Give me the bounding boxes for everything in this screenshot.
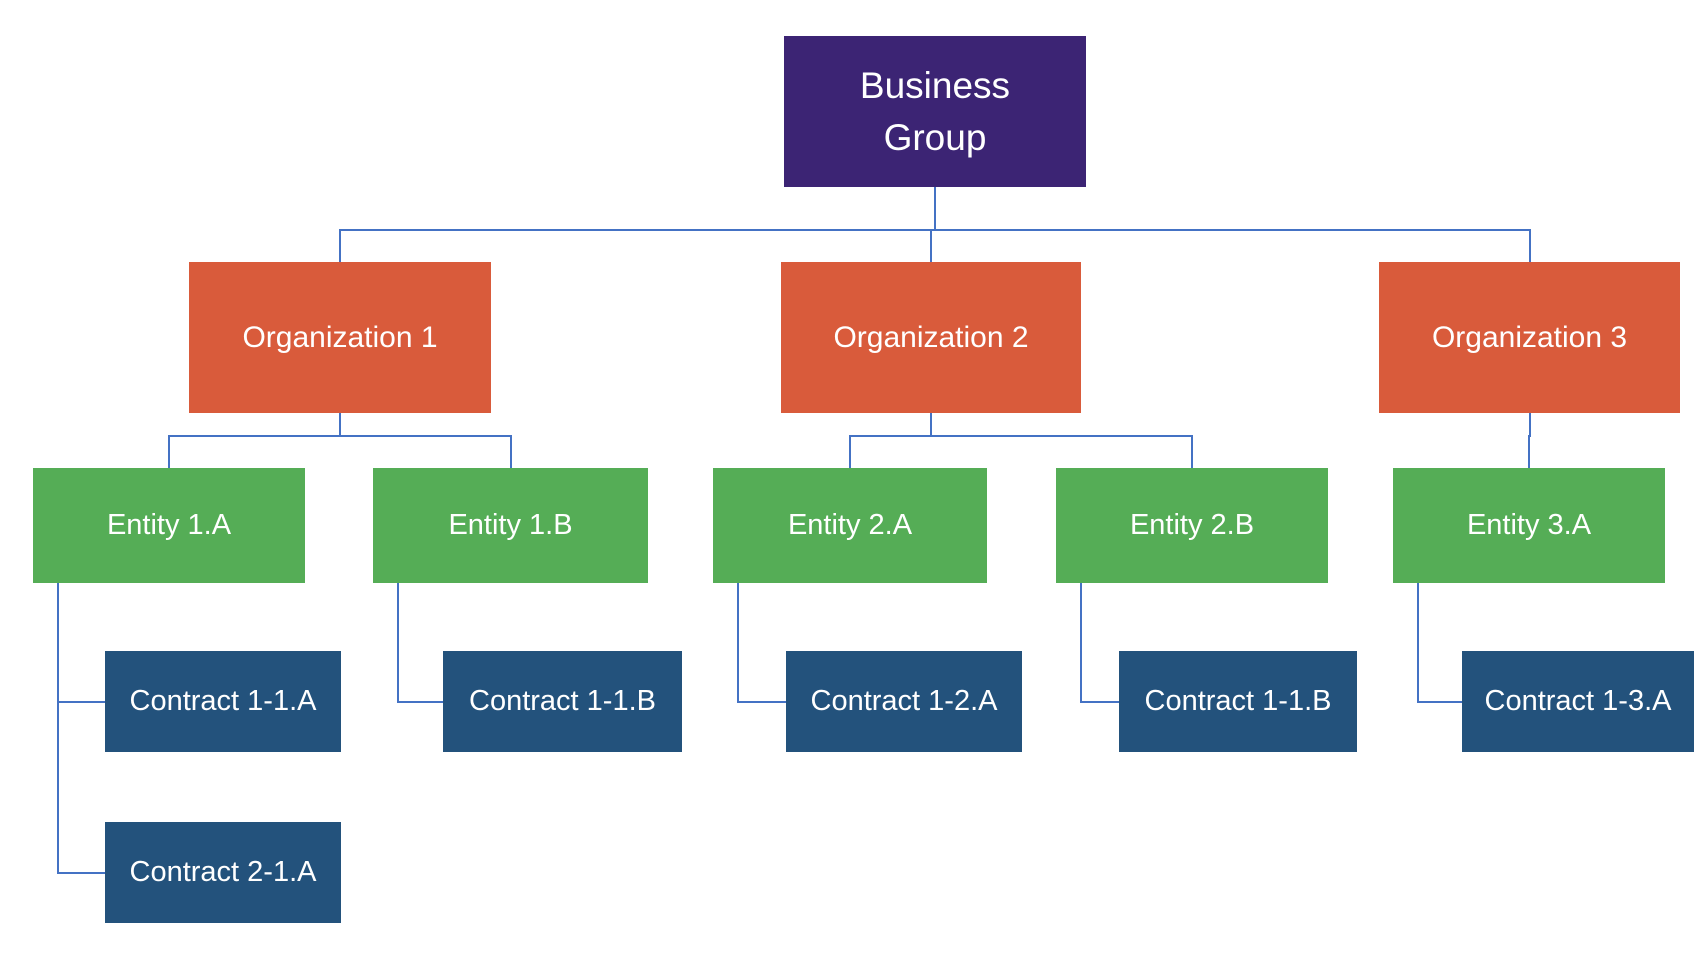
node-organization-2: Organization 2 (781, 262, 1081, 413)
node-business-group: Business Group (784, 36, 1086, 187)
connector-line (934, 187, 936, 230)
connector-line (1529, 413, 1531, 436)
connector-line (1080, 701, 1120, 703)
node-label: Organization 3 (1431, 320, 1628, 354)
connector-line (339, 230, 341, 262)
node-entity-3a: Entity 3.A (1393, 468, 1665, 583)
connector-line (168, 436, 170, 468)
node-label: Entity 2.B (1129, 509, 1255, 542)
node-contract-1-1b-2: Contract 1-1.B (1119, 651, 1357, 752)
connector-line (930, 230, 932, 262)
node-label: Organization 1 (242, 320, 438, 354)
node-contract-1-3a: Contract 1-3.A (1462, 651, 1694, 752)
connector-line (849, 436, 851, 468)
connector-line (168, 435, 512, 437)
node-entity-1b: Entity 1.B (373, 468, 648, 583)
connector-line (397, 701, 444, 703)
node-label: Entity 3.A (1466, 509, 1592, 542)
node-label: Contract 1-1.A (129, 685, 317, 718)
node-label: Entity 1.A (106, 509, 232, 542)
connector-line (339, 413, 341, 436)
connector-line (737, 583, 739, 702)
node-label: Contract 1-1.B (1144, 685, 1332, 718)
connector-line (57, 583, 59, 873)
node-label: Contract 1-3.A (1484, 685, 1672, 718)
connector-line (737, 701, 787, 703)
node-entity-2a: Entity 2.A (713, 468, 987, 583)
connector-line (1417, 583, 1419, 702)
connector-line (397, 583, 399, 702)
node-contract-2-1a: Contract 2-1.A (105, 822, 341, 923)
node-label: Business Group (859, 64, 1011, 158)
connector-line (849, 435, 1193, 437)
node-contract-1-2a: Contract 1-2.A (786, 651, 1022, 752)
node-organization-3: Organization 3 (1379, 262, 1680, 413)
connector-line (57, 872, 106, 874)
node-label: Entity 1.B (448, 509, 573, 542)
connector-line (1080, 583, 1082, 702)
connector-line (510, 436, 512, 468)
connector-line (339, 229, 1531, 231)
connector-line (1528, 436, 1530, 468)
connector-line (1529, 230, 1531, 262)
connector-line (1191, 436, 1193, 468)
node-contract-1-1a: Contract 1-1.A (105, 651, 341, 752)
node-organization-1: Organization 1 (189, 262, 491, 413)
node-entity-1a: Entity 1.A (33, 468, 305, 583)
node-label: Entity 2.A (787, 509, 913, 542)
connector-line (930, 413, 932, 436)
node-label: Contract 2-1.A (129, 856, 317, 889)
node-entity-2b: Entity 2.B (1056, 468, 1328, 583)
node-label: Organization 2 (833, 320, 1029, 354)
connector-line (1417, 701, 1463, 703)
node-label: Contract 1-1.B (469, 685, 656, 718)
node-contract-1-1b: Contract 1-1.B (443, 651, 682, 752)
connector-line (57, 701, 106, 703)
node-label: Contract 1-2.A (810, 685, 998, 718)
